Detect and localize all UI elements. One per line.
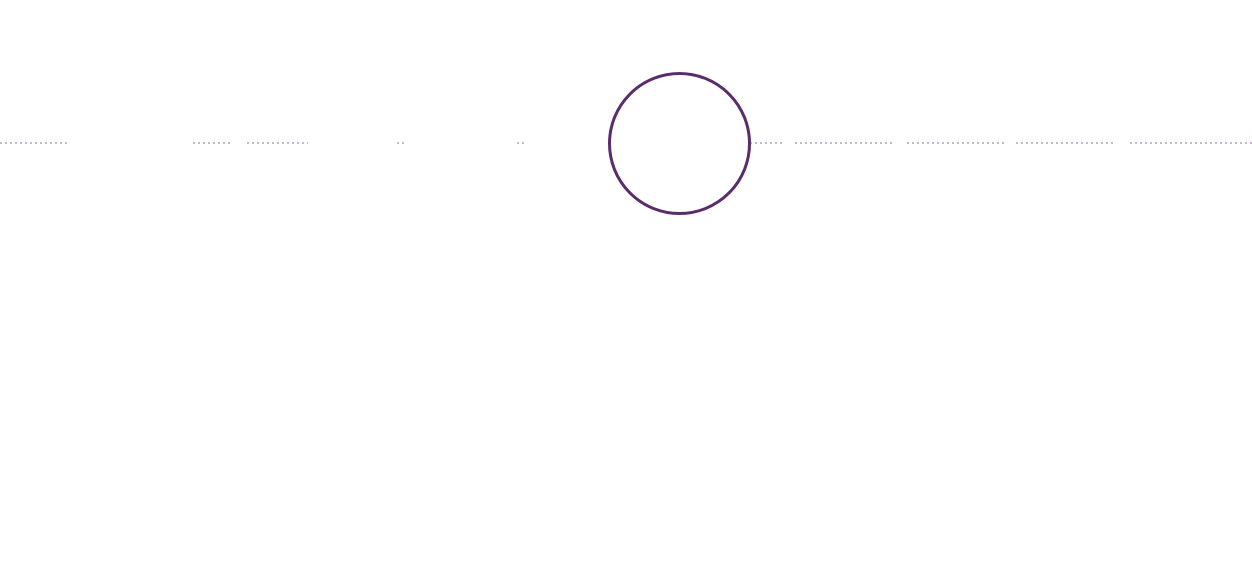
progress-dots [0,142,70,144]
progress-dots [397,142,406,144]
progress-dots [193,142,232,144]
progress-dots [907,142,1005,144]
loading-circle-icon [608,72,751,215]
progress-dots [1130,142,1252,144]
progress-dots [795,142,893,144]
progress-dots [517,142,526,144]
progress-dots [750,142,783,144]
progress-dots [1016,142,1114,144]
progress-dots [247,142,308,144]
